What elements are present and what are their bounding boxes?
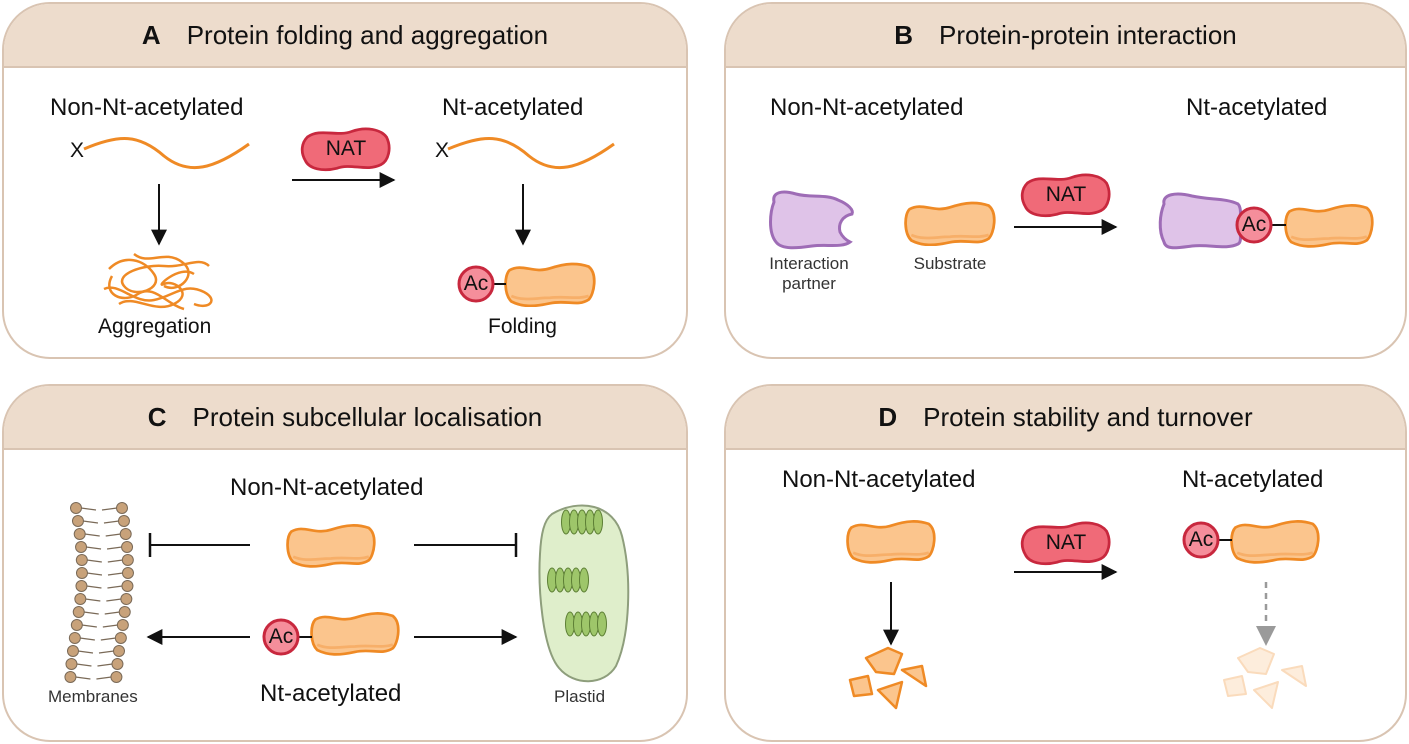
acetyl-label: Ac: [268, 625, 294, 648]
non-acetylated-label: Non-Nt-acetylated: [230, 474, 424, 501]
panel-header: D Protein stability and turnover: [726, 386, 1405, 450]
substrate-label: Substrate: [913, 254, 987, 273]
non-acetylated-protein-icon: [846, 520, 936, 564]
membranes-label: Membranes: [48, 687, 138, 706]
interaction-diagram: [769, 173, 1374, 250]
substrate-protein-icon: [904, 201, 996, 246]
panel-header: A Protein folding and aggregation: [4, 4, 686, 68]
nat-label: NAT: [325, 137, 367, 160]
partner-label: Interaction partner: [754, 254, 864, 294]
aggregation-label: Aggregation: [98, 315, 212, 338]
folding-label: Folding: [488, 315, 557, 338]
plastid-icon: [538, 504, 630, 683]
panel-header: C Protein subcellular localisation: [4, 386, 686, 450]
acetyl-group-icon: [1235, 206, 1273, 244]
acetylated-label: Nt-acetylated: [1186, 94, 1328, 121]
faded-fragments-icon: [1223, 647, 1307, 709]
acetyl-label: Ac: [1241, 213, 1267, 236]
panel-title: Protein-protein interaction: [939, 19, 1237, 50]
panel-title: Protein subcellular localisation: [192, 401, 543, 432]
acetyl-label: Ac: [1188, 528, 1214, 551]
aggregate-icon: [103, 252, 213, 311]
panel-title: Protein folding and aggregation: [186, 19, 549, 50]
panel-title: Protein stability and turnover: [923, 401, 1253, 432]
non-acetylated-label: Non-Nt-acetylated: [782, 466, 976, 493]
panel-subcellular-localisation: C Protein subcellular localisation Non-N…: [2, 384, 688, 742]
substrate-protein-icon: [1284, 204, 1374, 248]
folding-diagram: [83, 127, 615, 311]
stability-diagram: [846, 520, 1320, 710]
unfolded-chain: [83, 137, 250, 170]
panel-header: B Protein-protein interaction: [726, 4, 1405, 68]
panel-letter: C: [147, 401, 167, 432]
panel-letter: B: [894, 19, 914, 50]
acetyl-group-icon: [262, 618, 300, 656]
panel-letter: D: [878, 401, 898, 432]
partner-label-line1: Interaction: [769, 254, 849, 273]
acetyl-group-icon: [457, 265, 495, 303]
panel-protein-interaction: B Protein-protein interaction Non-Nt-ace…: [724, 2, 1407, 359]
acetylated-protein-icon: [310, 612, 400, 656]
acetylated-label: Nt-acetylated: [442, 94, 584, 121]
panel-letter: A: [141, 19, 161, 50]
terminus-label: X: [435, 139, 450, 162]
membrane-icon: [64, 502, 134, 683]
unfolded-chain: [447, 137, 615, 170]
nat-label: NAT: [1045, 531, 1087, 554]
acetyl-label: Ac: [463, 272, 489, 295]
degraded-fragments-icon: [848, 646, 928, 710]
non-acetylated-label: Non-Nt-acetylated: [770, 94, 964, 121]
partner-label-line2: partner: [782, 274, 836, 293]
acetylated-label: Nt-acetylated: [1182, 466, 1324, 493]
acetylated-protein-icon: [1230, 520, 1320, 564]
panel-protein-folding: A Protein folding and aggregation Non-Nt…: [2, 2, 688, 359]
non-acetylated-protein-icon: [286, 524, 376, 568]
terminus-label: X: [70, 139, 85, 162]
nat-label: NAT: [1045, 183, 1087, 206]
non-acetylated-label: Non-Nt-acetylated: [50, 94, 244, 121]
acetylated-label: Nt-acetylated: [260, 680, 402, 707]
panel-protein-stability: D Protein stability and turnover Non-Nt-…: [724, 384, 1407, 742]
plastid-label: Plastid: [554, 687, 606, 706]
interaction-partner-icon: [1158, 192, 1242, 250]
acetyl-group-icon: [1182, 521, 1220, 559]
folded-protein-icon: [504, 262, 596, 307]
localisation-diagram: [64, 502, 630, 683]
interaction-partner-icon: [769, 190, 854, 250]
